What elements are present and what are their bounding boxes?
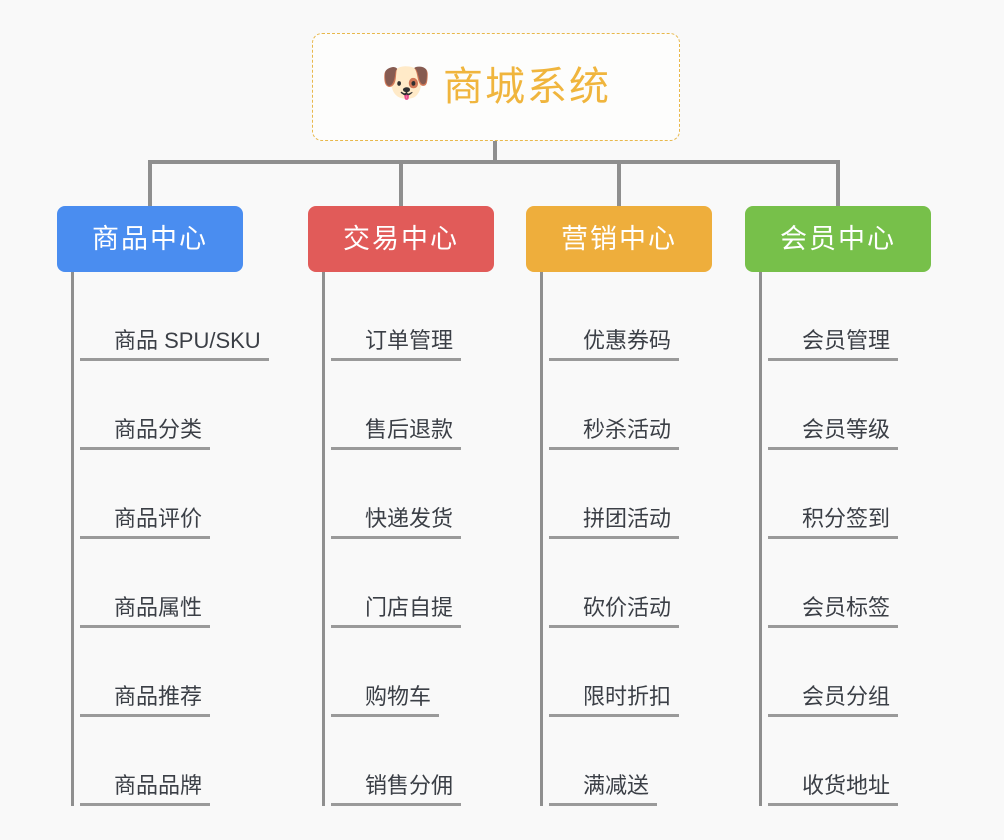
leaf-item[interactable]: 会员等级	[762, 361, 931, 450]
category-box-1[interactable]: 商品中心	[57, 206, 243, 272]
leaf-item-label: 秒杀活动	[549, 416, 680, 450]
leaf-item[interactable]: 优惠券码	[543, 272, 712, 361]
category-branch-spine-2: 订单管理售后退款快递发货门店自提购物车销售分佣	[322, 272, 494, 806]
category-branch-spine-1: 商品 SPU/SKU 商品分类商品评价商品属性商品推荐商品品牌	[71, 272, 269, 806]
leaf-item[interactable]: 会员管理	[762, 272, 931, 361]
leaf-item[interactable]: 快递发货	[325, 450, 494, 539]
leaf-item[interactable]: 门店自提	[325, 539, 494, 628]
category-bus-connector	[150, 160, 840, 164]
shiba-dog-face-icon: 🐶	[381, 61, 431, 105]
leaf-item[interactable]: 砍价活动	[543, 539, 712, 628]
category-box-3[interactable]: 营销中心	[526, 206, 712, 272]
leaf-item-label: 会员管理	[768, 327, 899, 361]
leaf-item[interactable]: 商品推荐	[74, 628, 243, 717]
leaf-item[interactable]: 限时折扣	[543, 628, 712, 717]
leaf-item[interactable]: 收货地址	[762, 717, 931, 806]
leaf-item-label: 商品分类	[80, 416, 211, 450]
leaf-item-label: 拼团活动	[549, 505, 680, 539]
leaf-item-label: 订单管理	[331, 327, 462, 361]
category-column-4: 会员中心会员管理会员等级积分签到会员标签会员分组收货地址	[745, 206, 931, 806]
leaf-item-label: 门店自提	[331, 594, 462, 628]
leaf-item-label: 商品属性	[80, 594, 211, 628]
leaf-item[interactable]: 秒杀活动	[543, 361, 712, 450]
leaf-item-label: 会员分组	[768, 683, 899, 717]
category-column-1: 商品中心商品 SPU/SKU 商品分类商品评价商品属性商品推荐商品品牌	[57, 206, 269, 806]
category-drop-connector-1	[148, 160, 152, 208]
leaf-item[interactable]: 会员标签	[762, 539, 931, 628]
leaf-item-label: 积分签到	[768, 505, 899, 539]
leaf-item[interactable]: 商品评价	[74, 450, 243, 539]
leaf-item[interactable]: 商品分类	[74, 361, 243, 450]
category-drop-connector-2	[399, 160, 403, 208]
leaf-item[interactable]: 拼团活动	[543, 450, 712, 539]
category-column-3: 营销中心优惠券码秒杀活动拼团活动砍价活动限时折扣满减送	[526, 206, 712, 806]
leaf-item-label: 会员标签	[768, 594, 899, 628]
leaf-item[interactable]: 商品品牌	[74, 717, 243, 806]
leaf-item-label: 快递发货	[331, 505, 462, 539]
leaf-item[interactable]: 订单管理	[325, 272, 494, 361]
leaf-item-label: 商品推荐	[80, 683, 211, 717]
leaf-item-label: 商品 SPU/SKU	[80, 327, 269, 361]
leaf-item-label: 售后退款	[331, 416, 462, 450]
leaf-item-label: 商品评价	[80, 505, 211, 539]
leaf-item[interactable]: 售后退款	[325, 361, 494, 450]
leaf-item-label: 砍价活动	[549, 594, 680, 628]
category-drop-connector-3	[617, 160, 621, 208]
leaf-item[interactable]: 购物车	[325, 628, 494, 717]
category-box-4[interactable]: 会员中心	[745, 206, 931, 272]
category-branch-spine-4: 会员管理会员等级积分签到会员标签会员分组收货地址	[759, 272, 931, 806]
leaf-item-label: 限时折扣	[549, 683, 680, 717]
leaf-item-label: 购物车	[331, 683, 440, 717]
leaf-item[interactable]: 商品 SPU/SKU	[74, 272, 269, 361]
leaf-item[interactable]: 会员分组	[762, 628, 931, 717]
leaf-item[interactable]: 销售分佣	[325, 717, 494, 806]
leaf-item-label: 满减送	[549, 772, 658, 806]
leaf-item[interactable]: 商品属性	[74, 539, 243, 628]
category-column-2: 交易中心订单管理售后退款快递发货门店自提购物车销售分佣	[308, 206, 494, 806]
category-branch-spine-3: 优惠券码秒杀活动拼团活动砍价活动限时折扣满减送	[540, 272, 712, 806]
leaf-item-label: 商品品牌	[80, 772, 211, 806]
category-box-2[interactable]: 交易中心	[308, 206, 494, 272]
leaf-item[interactable]: 积分签到	[762, 450, 931, 539]
leaf-item-label: 会员等级	[768, 416, 899, 450]
root-node[interactable]: 🐶 商城系统	[312, 33, 680, 141]
root-title: 商城系统	[443, 65, 611, 109]
category-drop-connector-4	[836, 160, 840, 208]
leaf-item-label: 收货地址	[768, 772, 899, 806]
root-trunk-connector	[493, 141, 497, 163]
leaf-item-label: 销售分佣	[331, 772, 462, 806]
leaf-item[interactable]: 满减送	[543, 717, 712, 806]
leaf-item-label: 优惠券码	[549, 327, 680, 361]
